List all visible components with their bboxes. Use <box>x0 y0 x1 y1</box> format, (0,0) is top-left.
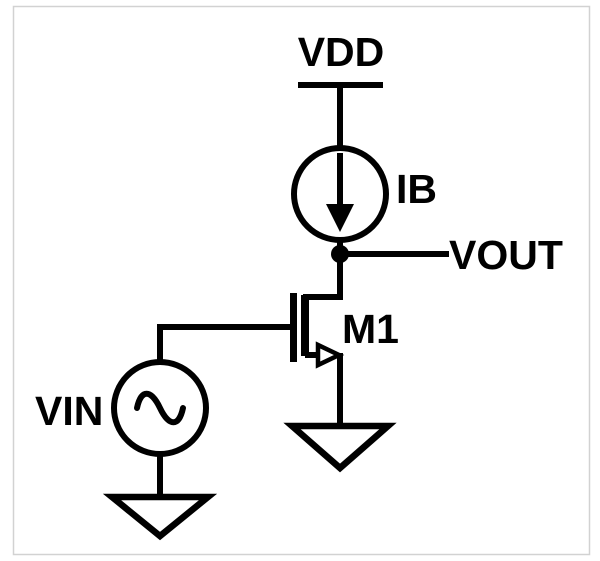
m1-label: M1 <box>342 306 399 352</box>
ib-label: IB <box>396 166 437 212</box>
current-source-arrow-icon <box>326 204 354 232</box>
mosfet-channel-bar <box>301 295 309 356</box>
vin-label: VIN <box>35 388 103 434</box>
current-source-to-drain-wire <box>303 238 343 300</box>
vout-label: VOUT <box>449 232 563 278</box>
mosfet-gate-bar <box>290 293 297 362</box>
sine-wave-icon <box>134 390 186 426</box>
vdd-label: VDD <box>298 29 385 75</box>
nmos-source-arrow-icon <box>315 341 345 369</box>
ground-symbol-m1 <box>283 422 397 473</box>
ground-symbol-vin <box>102 493 218 541</box>
gate-wire <box>157 324 290 365</box>
canvas-border <box>12 5 591 556</box>
